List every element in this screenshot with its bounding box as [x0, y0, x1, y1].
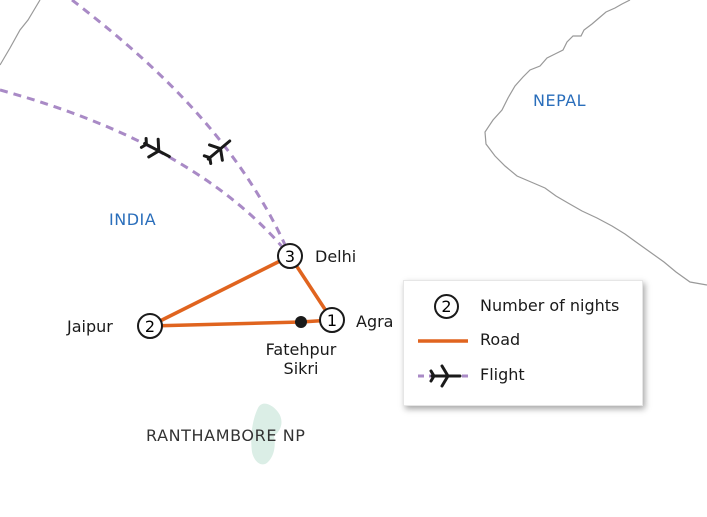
jaipur-label: Jaipur: [67, 317, 113, 336]
nepal-label: NEPAL: [533, 91, 587, 110]
fatehpur-line-1: Fatehpur: [265, 340, 337, 359]
ranthambore-park-area: [251, 403, 282, 465]
jaipur-nights-marker: 2: [137, 313, 163, 339]
delhi-nights-count: 3: [285, 247, 295, 266]
legend-flight-row: Flight: [404, 361, 642, 391]
india-label: INDIA: [109, 210, 157, 229]
flight-path-1: [71, 0, 292, 257]
legend-nights-label: Number of nights: [480, 296, 620, 315]
agra-label: Agra: [356, 312, 394, 331]
airplane-icon: [429, 364, 462, 388]
agra-nights-count: 1: [327, 311, 337, 330]
legend-road-label: Road: [480, 330, 521, 349]
india-border: [0, 0, 41, 66]
legend-road-row: Road: [404, 326, 642, 356]
legend-flight-label: Flight: [480, 365, 525, 384]
airplane-icon: [139, 137, 171, 159]
agra-nights-marker: 1: [319, 307, 345, 333]
road-route: [148, 254, 334, 328]
legend-flight-symbol: [418, 364, 472, 388]
delhi-label: Delhi: [315, 247, 357, 266]
ranthambore-label: RANTHAMBORE NP: [146, 426, 306, 445]
delhi-nights-marker: 3: [277, 243, 303, 269]
legend-nights-row: 2 Number of nights: [404, 291, 642, 321]
airplane-icon: [202, 139, 232, 165]
nepal-border: [484, 0, 707, 286]
legend-road-line: [418, 339, 468, 343]
fatehpur-sikri-marker: [295, 316, 307, 328]
legend-nights-circle: 2: [434, 294, 459, 319]
fatehpur-sikri-label: Fatehpur Sikri: [261, 340, 341, 378]
map-legend: 2 Number of nights Road Flight: [403, 280, 643, 406]
fatehpur-line-2: Sikri: [283, 359, 319, 378]
flight-path-2: [0, 88, 292, 257]
jaipur-nights-count: 2: [145, 317, 155, 336]
